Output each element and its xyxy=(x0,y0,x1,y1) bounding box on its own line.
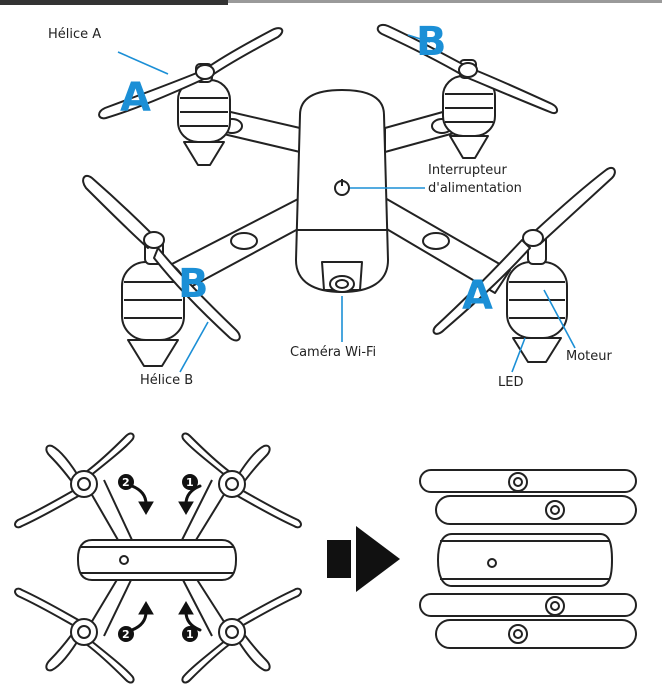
step-number-bottom-right: 1 xyxy=(186,628,194,641)
propeller-letter-bottom-right: A xyxy=(462,273,493,319)
black-right-arrow-icon xyxy=(327,526,400,592)
label-interrupteur-1: Interrupteur xyxy=(428,163,507,178)
camera-lens xyxy=(329,275,355,293)
step-number-top-right: 1 xyxy=(186,476,194,489)
label-helice-b: Hélice B xyxy=(140,373,194,388)
folded-drone xyxy=(419,469,637,649)
label-camera: Caméra Wi-Fi xyxy=(290,345,377,360)
label-led: LED xyxy=(498,375,524,390)
propeller-top-right xyxy=(376,24,558,114)
leader-lines xyxy=(117,34,576,373)
propeller-bottom-right xyxy=(432,166,616,335)
label-moteur: Moteur xyxy=(566,349,612,364)
fold-arrows xyxy=(130,484,202,632)
power-button-icon[interactable] xyxy=(334,179,350,196)
step-badges xyxy=(118,474,198,642)
top-rule-dark xyxy=(0,0,228,5)
top-rule xyxy=(0,0,662,5)
propeller-bottom-left xyxy=(82,174,241,342)
top-rule-light xyxy=(228,0,662,3)
propeller-letter-top-right: B xyxy=(416,19,447,65)
step-number-top-left: 2 xyxy=(122,476,130,489)
label-interrupteur-2: d'alimentation xyxy=(428,181,522,196)
label-helice-a: Hélice A xyxy=(48,27,102,42)
folding-drone xyxy=(14,432,302,684)
propeller-letter-bottom-left: B xyxy=(178,261,209,307)
step-number-bottom-left: 2 xyxy=(122,628,130,641)
propeller-letter-top-left: A xyxy=(120,75,151,121)
motor-bottom-left xyxy=(121,233,185,367)
propeller-top-left xyxy=(98,27,284,120)
drone-arms xyxy=(169,109,511,294)
motor-bottom-right xyxy=(506,231,568,363)
